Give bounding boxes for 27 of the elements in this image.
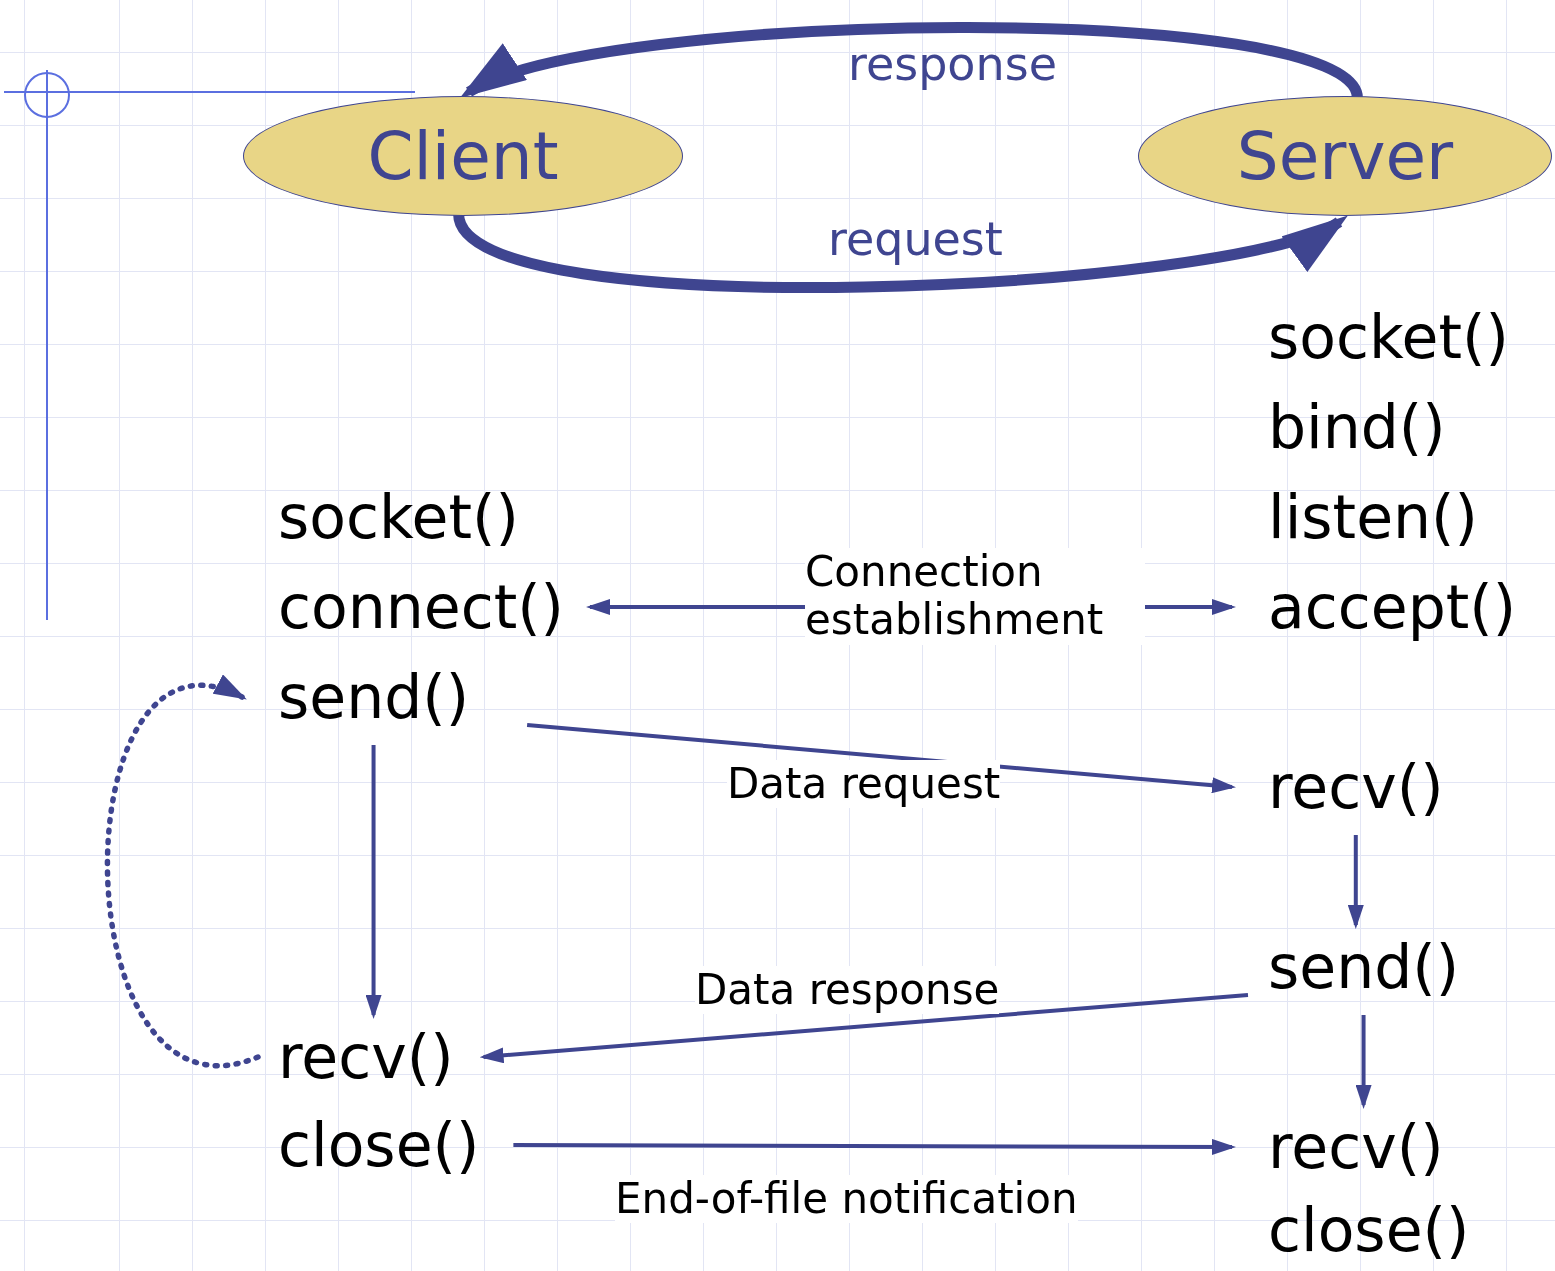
edge-label: Connection establishment <box>805 548 1145 645</box>
node-title: Server <box>1236 117 1454 195</box>
function-call: send() <box>278 662 470 732</box>
edge-label: Data response <box>695 966 1000 1015</box>
arrow <box>1347 835 1364 929</box>
edge-label: End-of-file notification <box>615 1175 1078 1224</box>
function-call: bind() <box>1268 392 1446 462</box>
function-call: listen() <box>1268 482 1478 552</box>
arrow <box>479 993 1249 1064</box>
function-call: send() <box>1268 932 1460 1002</box>
node-title: Client <box>367 117 559 195</box>
edge-label: response <box>848 38 1057 91</box>
function-call: recv() <box>278 1022 454 1092</box>
edge-label: Data request <box>727 760 1001 809</box>
arrow <box>526 723 1236 794</box>
function-call: accept() <box>1268 572 1517 642</box>
function-call: close() <box>1268 1195 1470 1265</box>
function-call: close() <box>278 1110 480 1180</box>
function-call: socket() <box>1268 302 1509 372</box>
function-call: socket() <box>278 482 519 552</box>
function-call: connect() <box>278 572 564 642</box>
function-call: recv() <box>1268 1112 1444 1182</box>
arrow <box>513 1138 1236 1155</box>
edge-label: request <box>828 213 1003 266</box>
arrow <box>365 745 382 1019</box>
arrow <box>1355 1015 1372 1109</box>
function-call: recv() <box>1268 752 1444 822</box>
